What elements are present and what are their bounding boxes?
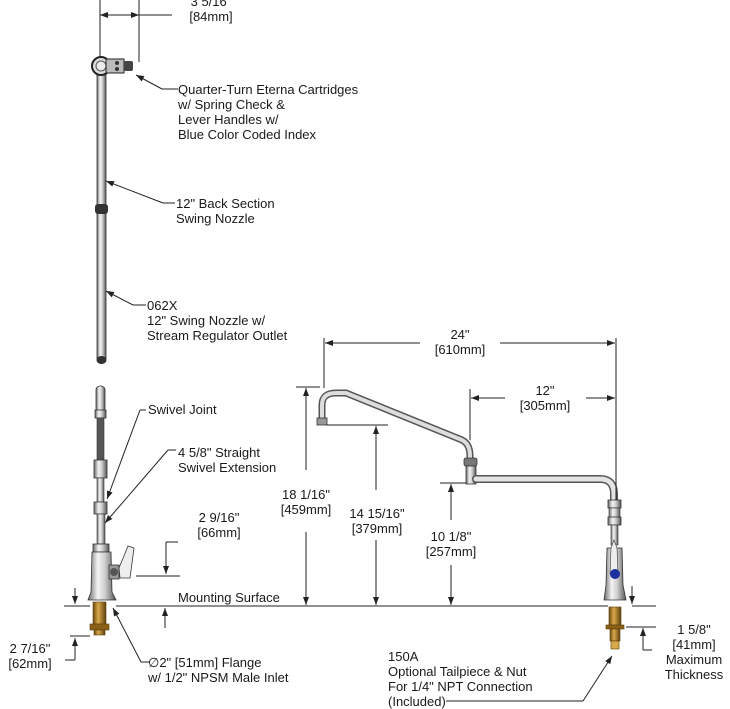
callout-line: (Included) — [388, 694, 446, 709]
leader-swivel-extension-arrow — [104, 449, 169, 524]
dim-top-width-label: 3 5/16" [84mm] — [181, 0, 241, 24]
leader-flange-arrow — [112, 607, 142, 663]
side-view-spout — [316, 389, 627, 650]
dim-imperial: 2 7/16" — [9, 641, 51, 656]
blue-index-icon — [610, 569, 620, 579]
leader-tailpiece-arrow — [582, 655, 613, 702]
callout-line: Swing Nozzle — [176, 211, 255, 226]
mounting-surface-label: Mounting Surface — [178, 590, 280, 605]
dim-metric: [41mm] — [672, 637, 716, 652]
callout-flange: ∅2" [51mm] Flange w/ 1/2" NPSM Male Inle… — [148, 655, 288, 685]
callout-line: ∅2" [51mm] Flange — [148, 655, 262, 670]
dim-metric: [379mm] — [351, 521, 403, 536]
dim-metric: [66mm] — [197, 525, 241, 540]
callout-swivel-extension: 4 5/8" Straight Swivel Extension — [178, 445, 276, 475]
callout-line: 12" Back Section — [176, 196, 275, 211]
dim-handle-height-label: 2 9/16" [66mm] — [184, 510, 254, 540]
leader-back-section-arrow — [105, 180, 164, 204]
dim-imperial: 18 1/16" — [282, 487, 330, 502]
callout-line: Swivel Joint — [148, 402, 217, 417]
dim-joint-height — [440, 482, 466, 605]
callout-line: w/ 1/2" NPSM Male Inlet — [148, 670, 289, 685]
dim-outlet-height — [326, 424, 388, 605]
callout-line: Stream Regulator Outlet — [147, 328, 288, 343]
callout-line: Swivel Extension — [178, 460, 277, 475]
dim-metric: [459mm] — [280, 502, 332, 517]
leader-swing-nozzle-arrow — [105, 290, 134, 306]
callout-cartridges: Quarter-Turn Eterna Cartridges w/ Spring… — [178, 82, 358, 142]
dim-imperial: 14 15/16" — [349, 506, 405, 521]
callout-swing-nozzle: 062X 12" Swing Nozzle w/ Stream Regulato… — [147, 298, 287, 343]
leader-swivel-joint-arrow — [106, 409, 141, 500]
dim-overall-reach — [323, 338, 617, 500]
top-view-nozzle — [91, 56, 133, 364]
dim-metric: [84mm] — [189, 9, 233, 24]
callout-line: 12" Swing Nozzle w/ — [147, 313, 266, 328]
callout-line: Lever Handles w/ — [178, 112, 279, 127]
dim-metric: [62mm] — [8, 656, 52, 671]
dim-shank-length-label: 2 7/16" [62mm] — [0, 641, 60, 671]
callout-swivel-joint: Swivel Joint — [148, 402, 217, 417]
callout-line: 4 5/8" Straight — [178, 445, 260, 460]
dim-metric: [610mm] — [434, 342, 486, 357]
dim-imperial: 12" — [535, 383, 555, 398]
dim-max-thickness — [626, 586, 656, 651]
dim-imperial: 10 1/8" — [430, 529, 472, 544]
callout-line: Optional Tailpiece & Nut — [388, 664, 527, 679]
dim-front-reach — [469, 389, 615, 440]
callout-line: For 1/4" NPT Connection — [388, 679, 533, 694]
dim-front-reach-label: 12" [305mm] — [505, 383, 585, 413]
callout-line: Quarter-Turn Eterna Cartridges — [178, 82, 359, 97]
dim-outlet-height-label: 14 15/16" [379mm] — [342, 506, 412, 536]
dim-overall-height-label: 18 1/16" [459mm] — [274, 487, 338, 517]
dim-joint-height-label: 10 1/8" [257mm] — [418, 529, 484, 559]
dim-metric: [257mm] — [425, 544, 477, 559]
dim-imperial: 3 5/16" — [190, 0, 232, 9]
dim-overall-reach-label: 24" [610mm] — [420, 327, 500, 357]
callout-line: 062X — [147, 298, 178, 313]
dim-metric: [305mm] — [519, 398, 571, 413]
dim-overall-height — [296, 386, 320, 605]
callout-line: Blue Color Coded Index — [178, 127, 317, 142]
dim-imperial: 24" — [450, 327, 470, 342]
callout-tailpiece: 150A Optional Tailpiece & Nut For 1/4" N… — [388, 649, 533, 709]
side-view-faucet-body — [87, 385, 135, 636]
dim-max-thickness-label: 1 5/8" [41mm] Maximum Thickness — [657, 622, 730, 682]
callout-back-section: 12" Back Section Swing Nozzle — [176, 196, 275, 226]
dim-handle-height — [136, 541, 180, 577]
callout-line: w/ Spring Check & — [178, 97, 285, 112]
dim-note: Thickness — [664, 667, 724, 682]
callout-line: 150A — [388, 649, 419, 664]
dim-imperial: 1 5/8" — [677, 622, 711, 637]
dim-imperial: 2 9/16" — [198, 510, 240, 525]
dim-top-width — [99, 0, 172, 62]
dim-shank-length — [64, 588, 90, 661]
leader-cartridges-arrow — [135, 74, 163, 90]
dim-note: Maximum — [665, 652, 723, 667]
